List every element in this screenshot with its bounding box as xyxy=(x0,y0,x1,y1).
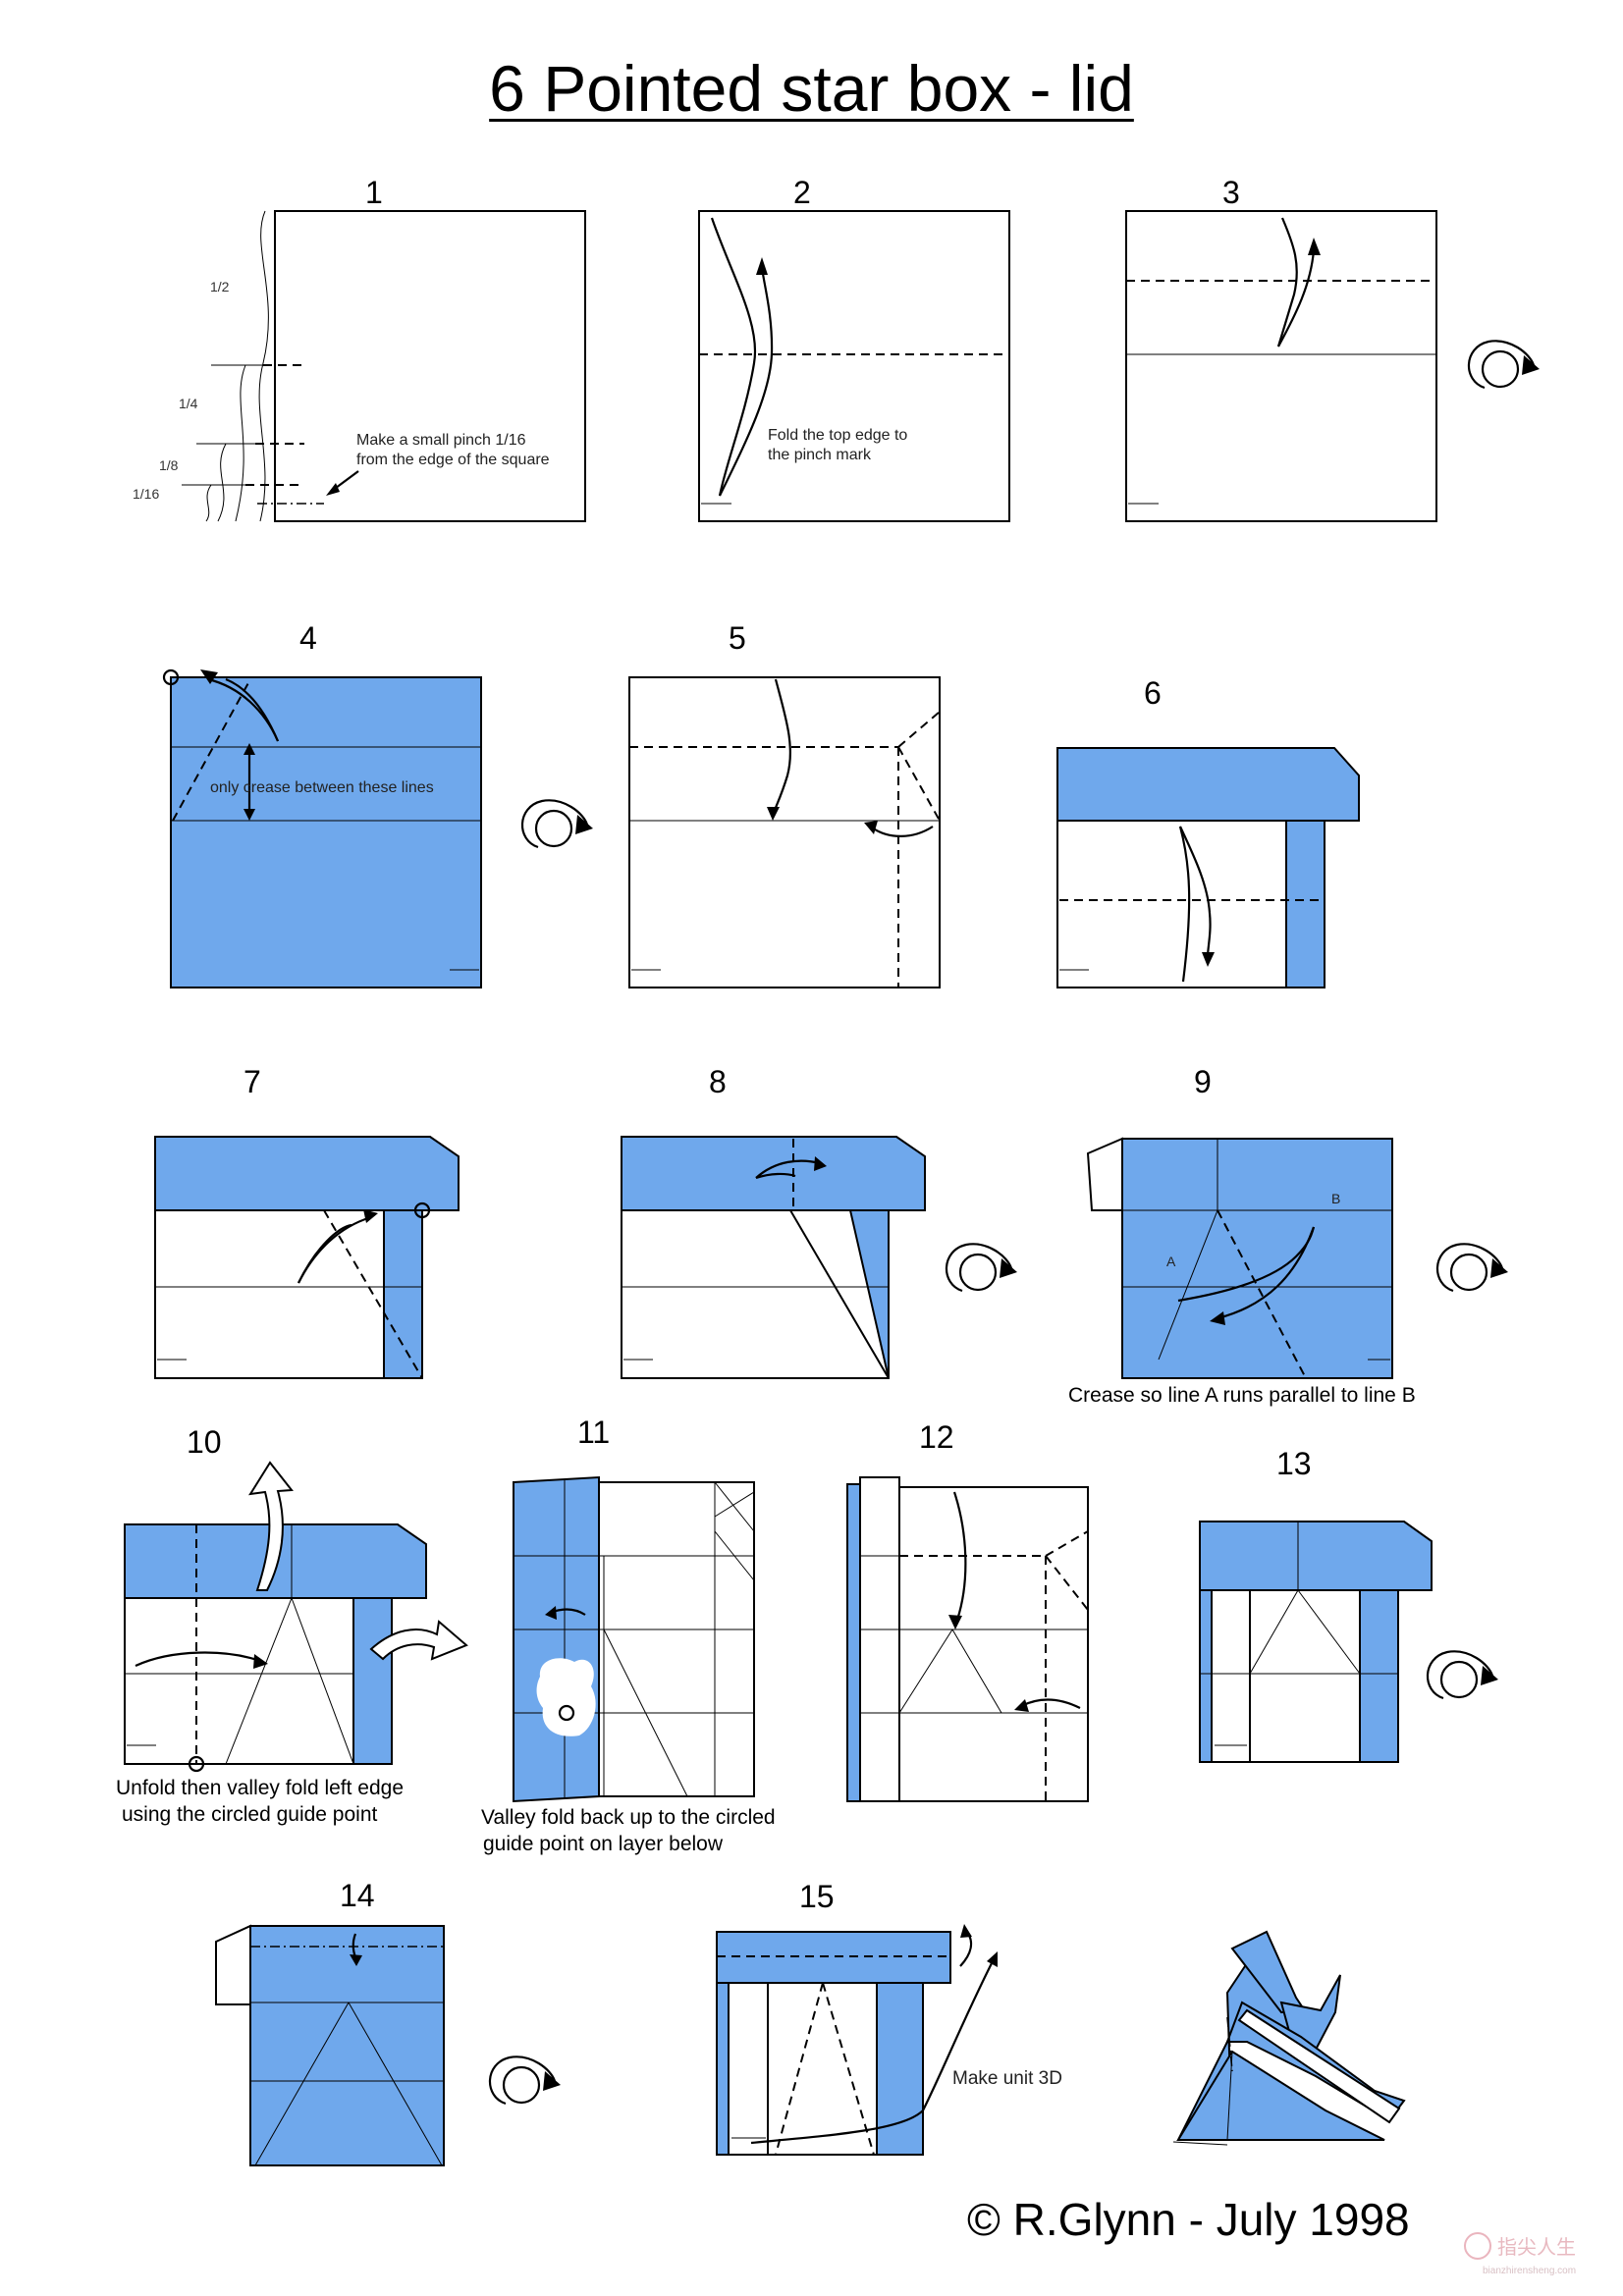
step-2-number: 2 xyxy=(793,175,811,210)
step-11-caption-line-2: guide point on layer below xyxy=(483,1833,724,1855)
fraction-eighth: 1/8 xyxy=(159,457,179,473)
step-14-number: 14 xyxy=(340,1878,375,1913)
fraction-half: 1/2 xyxy=(210,279,230,294)
step-11-folded-panel xyxy=(513,1475,600,1803)
step-2-square xyxy=(698,210,1010,522)
pinch-circle-icon xyxy=(558,1704,575,1722)
step-6-number: 6 xyxy=(1144,675,1162,711)
turn-over-icon xyxy=(1435,1243,1510,1293)
step-9-valley-line xyxy=(1217,1209,1307,1379)
fold-arrow-icon xyxy=(755,1159,821,1179)
fold-arrow-icon xyxy=(710,217,757,497)
watermark-url: bianzhirensheng.com xyxy=(1483,2266,1576,2276)
step-1-note-line-2: from the edge of the square xyxy=(356,452,550,468)
step-10: 10 Unfold then valley fold left edge usi… xyxy=(116,1424,468,1826)
watermark-text: 指尖人生 xyxy=(1497,2236,1576,2259)
step-13-number: 13 xyxy=(1276,1446,1312,1481)
step-15-note: Make unit 3D xyxy=(952,2068,1062,2089)
fold-arrow-icon xyxy=(135,1651,261,1667)
step-7-valley-line xyxy=(323,1209,423,1379)
step-10-caption-line-1: Unfold then valley fold left edge xyxy=(116,1777,404,1799)
step-4-note: only crease between these lines xyxy=(210,779,434,796)
watermark-logo-icon xyxy=(1464,2232,1491,2260)
step-1-number: 1 xyxy=(365,175,383,210)
turn-over-icon xyxy=(1467,340,1542,390)
step-3: 3 xyxy=(1125,175,1542,522)
step-11-caption-line-1: Valley fold back up to the circled xyxy=(481,1806,776,1829)
step-1-square xyxy=(274,210,586,522)
step-9-caption: Crease so line A runs parallel to line B xyxy=(1068,1384,1416,1407)
turn-over-icon xyxy=(488,2056,563,2106)
step-1-wavy-line xyxy=(258,210,269,522)
step-15-folded-band xyxy=(716,1931,951,1984)
step-7-folded-band xyxy=(154,1136,460,1211)
step-1: 1 1/2 1/4 1/8 1/16 Make a small pinch 1/… xyxy=(133,175,586,522)
step-13: 13 xyxy=(1199,1446,1500,1763)
step-2-note-line-2: the pinch mark xyxy=(768,447,872,463)
copyright: © R.Glynn - July 1998 xyxy=(967,2194,1410,2245)
step-8: 8 xyxy=(621,1064,1019,1379)
step-4-number: 4 xyxy=(299,620,317,656)
fold-arrow-icon xyxy=(952,1491,967,1621)
step-4-square-blue xyxy=(170,676,482,988)
step-7: 7 xyxy=(154,1064,460,1379)
fraction-sixteenth: 1/16 xyxy=(133,486,159,502)
step-15: 15 Make unit 3D xyxy=(716,1879,1062,2156)
label-b: B xyxy=(1331,1191,1340,1206)
step-4: 4 only crease between these lines xyxy=(162,620,595,988)
step-4-valley-line xyxy=(172,678,251,822)
step-9-number: 9 xyxy=(1194,1064,1212,1099)
step-5-number: 5 xyxy=(729,620,746,656)
step-11-number: 11 xyxy=(577,1415,610,1450)
pinch-circle-icon xyxy=(188,1755,205,1773)
fold-arrow-icon xyxy=(772,678,791,814)
final-3d-unit xyxy=(1172,1930,1406,2146)
turn-over-icon xyxy=(1426,1650,1500,1700)
fold-arrow-icon xyxy=(1276,217,1298,347)
step-10-caption-line-2: using the circled guide point xyxy=(122,1803,378,1826)
fold-arrow-icon xyxy=(1179,826,1212,958)
final-unit-white-edge xyxy=(1237,2008,1401,2124)
turn-over-icon xyxy=(945,1243,1019,1293)
step-13-folded-band xyxy=(1199,1521,1433,1591)
step-3-number: 3 xyxy=(1222,175,1240,210)
unfold-arrow-icon xyxy=(248,1461,294,1591)
step-1-note-line-1: Make a small pinch 1/16 xyxy=(356,432,526,449)
step-9-square-blue xyxy=(1121,1138,1393,1379)
step-3-square xyxy=(1125,210,1437,522)
page-title: 6 Pointed star box - lid xyxy=(489,52,1134,125)
step-8-number: 8 xyxy=(709,1064,727,1099)
fraction-quarter: 1/4 xyxy=(179,396,198,411)
pinch-circle-icon xyxy=(413,1201,431,1219)
label-a: A xyxy=(1166,1254,1176,1269)
step-2: 2 Fold the top edge to the pinch mark xyxy=(698,175,1010,522)
step-14: 14 xyxy=(215,1878,563,2166)
step-15-number: 15 xyxy=(799,1879,835,1914)
step-6-folded-band xyxy=(1056,747,1360,822)
pinch-circle-icon xyxy=(162,668,180,686)
step-5-square xyxy=(628,676,941,988)
step-11: 11 Valley fold back up to the circled gu… xyxy=(481,1415,776,1855)
step-12-folded-strip xyxy=(859,1476,900,1802)
pointer-arrow-icon xyxy=(750,1962,993,2145)
step-7-number: 7 xyxy=(243,1064,261,1099)
unfold-arrow-icon xyxy=(369,1620,468,1661)
step-9: 9 A B Crease so line A runs parallel to … xyxy=(1068,1064,1510,1407)
step-2-note-line-1: Fold the top edge to xyxy=(768,427,907,444)
step-6: 6 xyxy=(1056,675,1360,988)
turn-over-icon xyxy=(520,799,595,849)
step-12-number: 12 xyxy=(919,1419,954,1455)
step-14-square-blue xyxy=(249,1925,445,2166)
step-10-number: 10 xyxy=(187,1424,222,1460)
step-5: 5 xyxy=(628,620,941,988)
step-12: 12 xyxy=(846,1419,1089,1802)
